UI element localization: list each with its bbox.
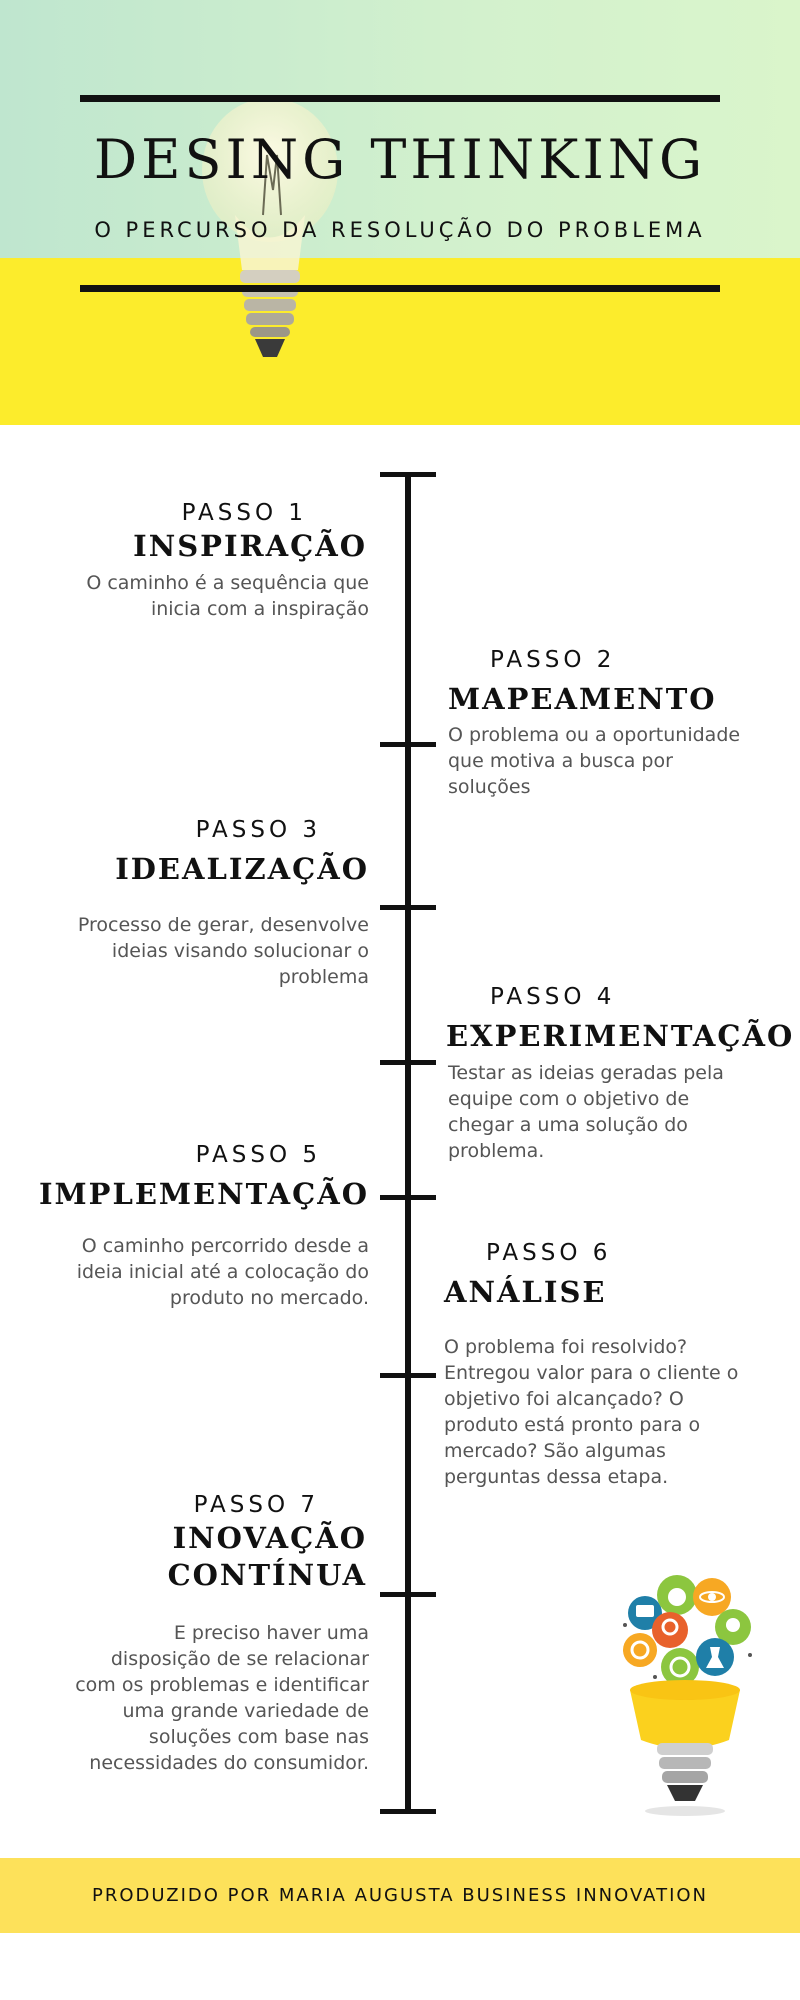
step-number: PASSO 2 bbox=[490, 647, 616, 673]
header-top-rule bbox=[80, 95, 720, 102]
step-number: PASSO 5 bbox=[195, 1142, 321, 1168]
step-description: O problema ou a oportunidade que motiva … bbox=[448, 724, 741, 798]
timeline-tick bbox=[380, 1195, 436, 1200]
footer-banner: PRODUZIDO POR MARIA AUGUSTA BUSINESS INN… bbox=[0, 1858, 800, 1933]
step-4: PASSO 4 EXPERIMENTAÇÃO bbox=[446, 982, 794, 1055]
step-number: PASSO 1 bbox=[181, 500, 307, 526]
step-description: O caminho percorrido desde a ideia inici… bbox=[76, 1235, 369, 1309]
timeline-tick bbox=[380, 1592, 436, 1597]
page-subtitle: O PERCURSO DA RESOLUÇÃO DO PROBLEMA bbox=[94, 218, 706, 242]
step-title: ANÁLISE bbox=[444, 1275, 607, 1309]
header-bottom-rule bbox=[80, 285, 720, 292]
header-yellow-band bbox=[0, 258, 800, 425]
page-title: DESING THINKING bbox=[93, 128, 707, 191]
step-number: PASSO 4 bbox=[490, 984, 616, 1010]
step-title: INSPIRAÇÃO bbox=[133, 529, 367, 563]
step-title: MAPEAMENTO bbox=[448, 682, 717, 716]
step-3: PASSO 3 IDEALIZAÇÃO bbox=[115, 815, 369, 888]
step-2: PASSO 2 MAPEAMENTO bbox=[448, 645, 717, 718]
timeline-tick bbox=[380, 905, 436, 910]
innovation-bulb-icon bbox=[623, 1575, 752, 1816]
step-title: INOVAÇÃO CONTÍNUA bbox=[167, 1521, 367, 1592]
footer-credit: PRODUZIDO POR MARIA AUGUSTA BUSINESS INN… bbox=[91, 1885, 709, 1906]
step-description: Testar as ideias geradas pela equipe com… bbox=[448, 1062, 724, 1162]
header-banner: DESING THINKING O PERCURSO DA RESOLUÇÃO … bbox=[0, 0, 800, 425]
step-description: E preciso haver uma disposição de se rel… bbox=[75, 1622, 369, 1774]
timeline-tick bbox=[380, 1060, 436, 1065]
step-description: Processo de gerar, desenvolve ideias vis… bbox=[77, 914, 369, 988]
step-number: PASSO 3 bbox=[195, 817, 321, 843]
timeline-tick bbox=[380, 742, 436, 747]
header-green-band bbox=[0, 0, 800, 260]
step-title: IMPLEMENTAÇÃO bbox=[38, 1177, 369, 1211]
step-5: PASSO 5 IMPLEMENTAÇÃO bbox=[39, 1140, 369, 1213]
timeline-tick bbox=[380, 472, 436, 477]
timeline-tick bbox=[380, 1809, 436, 1814]
step-description: O caminho é a sequência que inicia com a… bbox=[86, 572, 369, 620]
step-title: IDEALIZAÇÃO bbox=[115, 852, 369, 886]
step-description: O problema foi resolvido? Entregou valor… bbox=[444, 1336, 739, 1488]
light-bulb-photo bbox=[202, 98, 338, 357]
step-6: PASSO 6 ANÁLISE bbox=[444, 1238, 611, 1311]
step-7: PASSO 7 INOVAÇÃO CONTÍNUA bbox=[167, 1490, 367, 1594]
step-number: PASSO 7 bbox=[193, 1492, 319, 1518]
step-number: PASSO 6 bbox=[486, 1240, 612, 1266]
timeline-tick bbox=[380, 1373, 436, 1378]
timeline-axis bbox=[405, 472, 411, 1814]
step-title: EXPERIMENTAÇÃO bbox=[446, 1019, 795, 1053]
step-1: PASSO 1 INSPIRAÇÃO bbox=[133, 498, 367, 565]
